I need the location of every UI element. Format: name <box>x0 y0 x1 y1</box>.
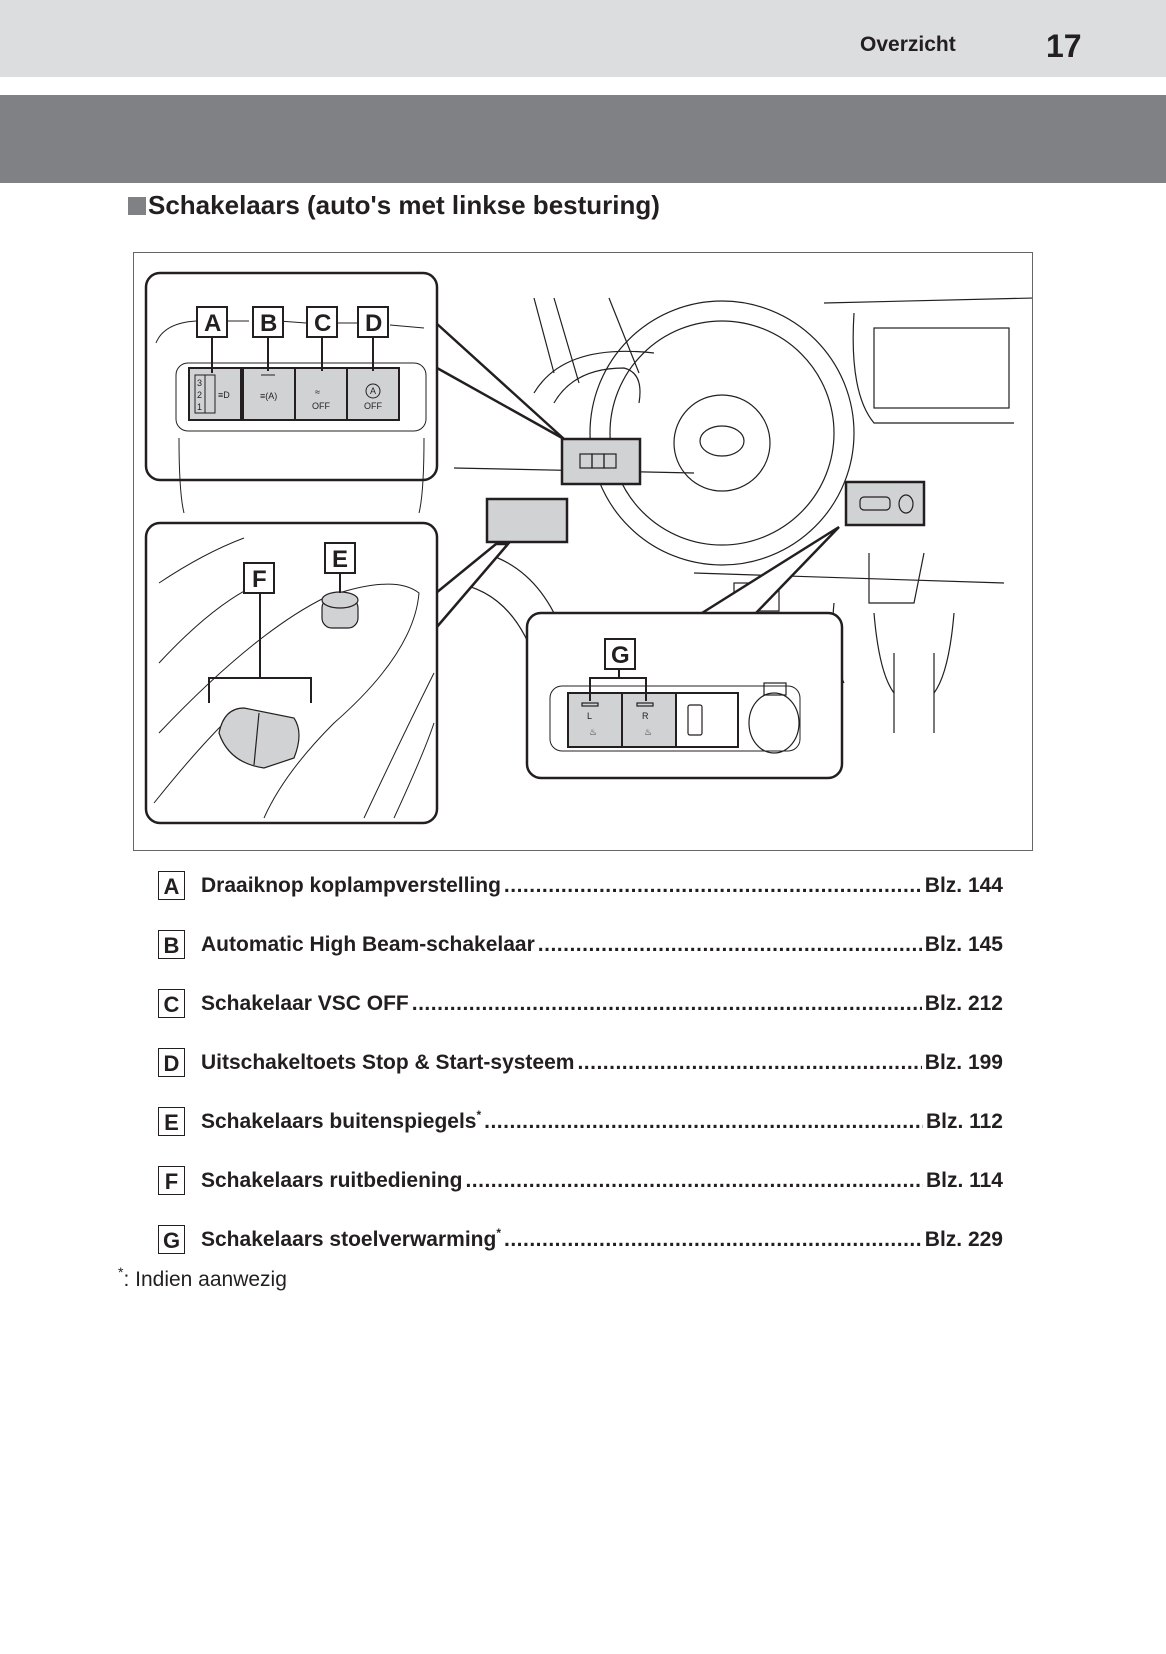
chapter-band <box>0 95 1166 183</box>
page-number: 17 <box>1046 28 1082 64</box>
list-item: D Uitschakeltoets Stop & Start-systeem .… <box>158 1048 1003 1107</box>
vsc-off-label: OFF <box>312 401 330 411</box>
leader-dots: ........................................… <box>504 1228 922 1251</box>
vsc-skid-icon: ≈ <box>315 387 320 397</box>
item-letter: C <box>158 989 185 1018</box>
square-bullet-icon <box>128 196 146 215</box>
list-item: B Automatic High Beam-schakelaar .......… <box>158 930 1003 989</box>
dashboard-illustration: 3 2 1 ≡D ≡(A) ≈ OFF A OFF A B C D <box>144 271 1032 825</box>
dial-mark-3: 3 <box>197 378 202 388</box>
item-letter: F <box>158 1166 185 1195</box>
seat-heater-left-icon: ♨ <box>589 727 597 737</box>
item-page-ref[interactable]: Blz. 144 <box>924 874 1003 897</box>
leader-dots: ........................................… <box>465 1169 923 1192</box>
item-page-ref[interactable]: Blz. 212 <box>924 992 1003 1015</box>
leader-dots: ........................................… <box>411 992 922 1015</box>
list-item: E Schakelaars buitenspiegels* ..........… <box>158 1107 1003 1166</box>
list-item: G Schakelaars stoelverwarming* .........… <box>158 1225 1003 1284</box>
list-item: F Schakelaars ruitbediening ............… <box>158 1166 1003 1225</box>
item-description: Schakelaars ruitbediening <box>201 1169 463 1192</box>
seat-heater-left-label: L <box>587 711 592 721</box>
leader-dots: ........................................… <box>503 874 922 897</box>
item-page-ref[interactable]: Blz. 199 <box>924 1051 1003 1074</box>
item-letter: A <box>158 871 185 900</box>
highlight-switch-panel <box>560 437 642 486</box>
callout-a: A <box>204 310 221 337</box>
callout-d: D <box>365 310 382 337</box>
item-page-ref[interactable]: Blz. 114 <box>925 1169 1003 1192</box>
item-description: Draaiknop koplampverstelling <box>201 874 501 897</box>
item-letter: B <box>158 930 185 959</box>
item-description: Schakelaars stoelverwarming* <box>201 1226 501 1251</box>
switch-locations-figure: 3 2 1 ≡D ≡(A) ≈ OFF A OFF A B C D <box>133 252 1033 851</box>
stop-start-off-label: OFF <box>364 401 382 411</box>
dial-mark-1: 1 <box>197 402 202 412</box>
switch-list: A Draaiknop koplampverstelling .........… <box>158 871 1003 1284</box>
seat-heater-right-label: R <box>642 711 649 721</box>
item-description: Schakelaars buitenspiegels* <box>201 1108 482 1133</box>
item-page-ref[interactable]: Blz. 145 <box>924 933 1003 956</box>
item-letter: E <box>158 1107 185 1136</box>
list-item: C Schakelaar VSC OFF ...................… <box>158 989 1003 1048</box>
section-title: Overzicht <box>860 33 956 56</box>
seat-heater-right-icon: ♨ <box>644 727 652 737</box>
callout-b: B <box>260 310 277 337</box>
footnote: *: Indien aanwezig <box>118 1264 287 1292</box>
highlight-seat-heater <box>844 480 926 527</box>
callout-g: G <box>611 642 630 669</box>
callout-c: C <box>314 310 331 337</box>
footnote-mark: * <box>118 1264 124 1280</box>
page-heading: Schakelaars (auto's met linkse besturing… <box>128 190 660 221</box>
list-item: A Draaiknop koplampverstelling .........… <box>158 871 1003 930</box>
dial-mark-2: 2 <box>197 390 202 400</box>
item-letter: D <box>158 1048 185 1077</box>
item-description: Uitschakeltoets Stop & Start-systeem <box>201 1051 575 1074</box>
callout-f: F <box>252 566 267 593</box>
leader-dots: ........................................… <box>484 1110 923 1133</box>
callout-e: E <box>332 546 348 573</box>
heading-text: Schakelaars (auto's met linkse besturing… <box>148 190 660 220</box>
footnote-text: : Indien aanwezig <box>123 1268 287 1291</box>
item-page-ref[interactable]: Blz. 229 <box>924 1228 1003 1251</box>
header-band <box>0 0 1166 77</box>
item-page-ref[interactable]: Blz. 112 <box>925 1110 1003 1133</box>
leader-dots: ........................................… <box>577 1051 922 1074</box>
item-description: Automatic High Beam-schakelaar <box>201 933 535 956</box>
item-description: Schakelaar VSC OFF <box>201 992 409 1015</box>
stop-start-icon: A <box>370 386 376 396</box>
item-letter: G <box>158 1225 185 1254</box>
leader-dots: ........................................… <box>537 933 922 956</box>
auto-high-beam-icon: ≡(A) <box>260 391 277 401</box>
headlight-level-icon: ≡D <box>218 390 230 400</box>
callout-panel-ef <box>144 521 439 825</box>
highlight-door-switches <box>485 497 569 544</box>
